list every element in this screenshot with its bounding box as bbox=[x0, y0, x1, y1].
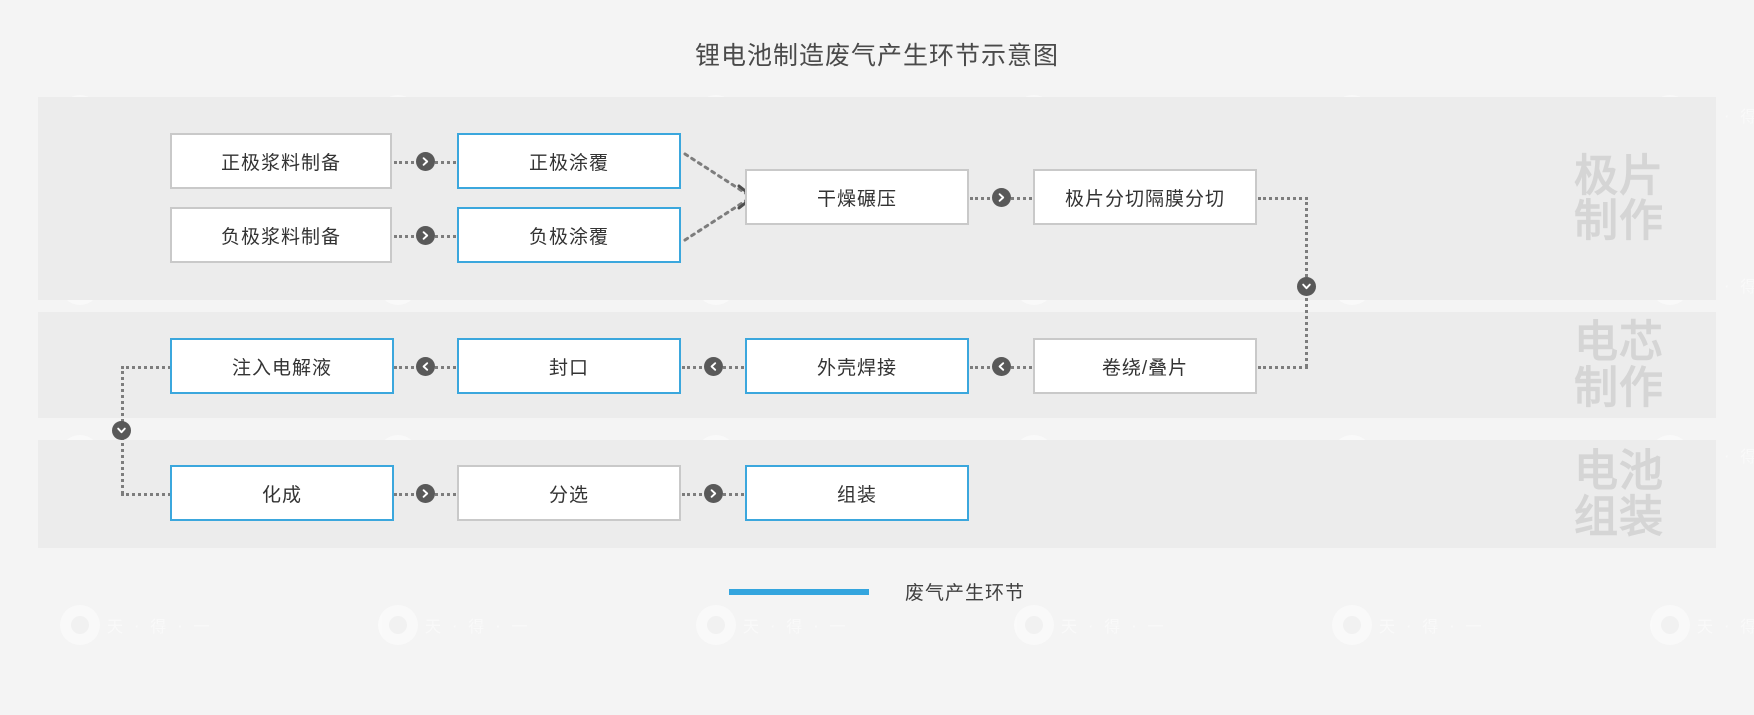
watermark: 天 · 得 · 一 bbox=[1332, 605, 1485, 645]
watermark-logo-icon bbox=[1650, 605, 1690, 645]
node-anode-slurry[interactable]: 负极浆料制备 bbox=[170, 207, 392, 263]
band-label-electrode-fabrication: 极片 制作 bbox=[1574, 150, 1664, 246]
arrow-down-icon bbox=[112, 421, 131, 440]
watermark-text: 天 · 得 · 一 bbox=[425, 617, 531, 636]
node-sealing[interactable]: 封口 bbox=[457, 338, 681, 394]
legend-swatch-emission bbox=[728, 588, 869, 595]
arrow-left-icon bbox=[416, 357, 435, 376]
legend-label-emission: 废气产生环节 bbox=[904, 583, 1025, 604]
arrow-left-icon bbox=[704, 357, 723, 376]
band-label-cell-fabrication: 电芯 制作 bbox=[1574, 317, 1664, 412]
watermark: 天 · 得 · 一 bbox=[378, 605, 531, 645]
node-sorting[interactable]: 分选 bbox=[457, 465, 681, 521]
node-slitting[interactable]: 极片分切隔膜分切 bbox=[1033, 169, 1257, 225]
node-anode-coating[interactable]: 负极涂覆 bbox=[457, 207, 681, 263]
arrow-right-icon bbox=[704, 484, 723, 503]
node-cathode-slurry[interactable]: 正极浆料制备 bbox=[170, 133, 392, 189]
arrow-right-icon bbox=[416, 226, 435, 245]
node-drying-calendering[interactable]: 干燥碾压 bbox=[745, 169, 969, 225]
arrow-left-icon bbox=[992, 357, 1011, 376]
watermark: 天 · 得 · 一 bbox=[60, 605, 213, 645]
legend: 废气产生环节 bbox=[0, 578, 1754, 605]
node-electrolyte-filling[interactable]: 注入电解液 bbox=[170, 338, 394, 394]
band-battery-assembly: 电池 组装 bbox=[38, 440, 1716, 548]
watermark-logo-icon bbox=[60, 605, 100, 645]
watermark-text: 天 · 得 · 一 bbox=[743, 617, 849, 636]
node-assembly[interactable]: 组装 bbox=[745, 465, 969, 521]
page-title: 锂电池制造废气产生环节示意图 bbox=[694, 42, 1059, 70]
watermark-logo-icon bbox=[1332, 605, 1372, 645]
arrow-right-icon bbox=[416, 152, 435, 171]
watermark-text: 天 · 得 · 一 bbox=[1061, 617, 1167, 636]
connector-slitting-to-winding-h2 bbox=[1258, 366, 1308, 369]
watermark: 天 · 得 · 一 bbox=[696, 605, 849, 645]
connector-slitting-to-winding-h1 bbox=[1258, 197, 1308, 200]
watermark-logo-icon bbox=[696, 605, 736, 645]
node-case-welding[interactable]: 外壳焊接 bbox=[745, 338, 969, 394]
watermark-text: 天 · 得 · 一 bbox=[1697, 617, 1754, 636]
watermark-logo-icon bbox=[1014, 605, 1054, 645]
node-formation[interactable]: 化成 bbox=[170, 465, 394, 521]
watermark-text: 天 · 得 · 一 bbox=[1379, 617, 1485, 636]
connector-electrolyte-to-formation-h1 bbox=[121, 366, 171, 369]
watermark-text: 天 · 得 · 一 bbox=[107, 617, 213, 636]
node-cathode-coating[interactable]: 正极涂覆 bbox=[457, 133, 681, 189]
arrow-right-icon bbox=[992, 188, 1011, 207]
watermark-logo-icon bbox=[378, 605, 418, 645]
arrow-down-icon bbox=[1297, 277, 1316, 296]
watermark: 天 · 得 · 一 bbox=[1014, 605, 1167, 645]
connector-electrolyte-to-formation-h2 bbox=[121, 493, 171, 496]
band-label-battery-assembly: 电池 组装 bbox=[1574, 446, 1664, 541]
watermark: 天 · 得 · 一 bbox=[1650, 605, 1754, 645]
arrow-right-icon bbox=[416, 484, 435, 503]
node-winding-stacking[interactable]: 卷绕/叠片 bbox=[1033, 338, 1257, 394]
